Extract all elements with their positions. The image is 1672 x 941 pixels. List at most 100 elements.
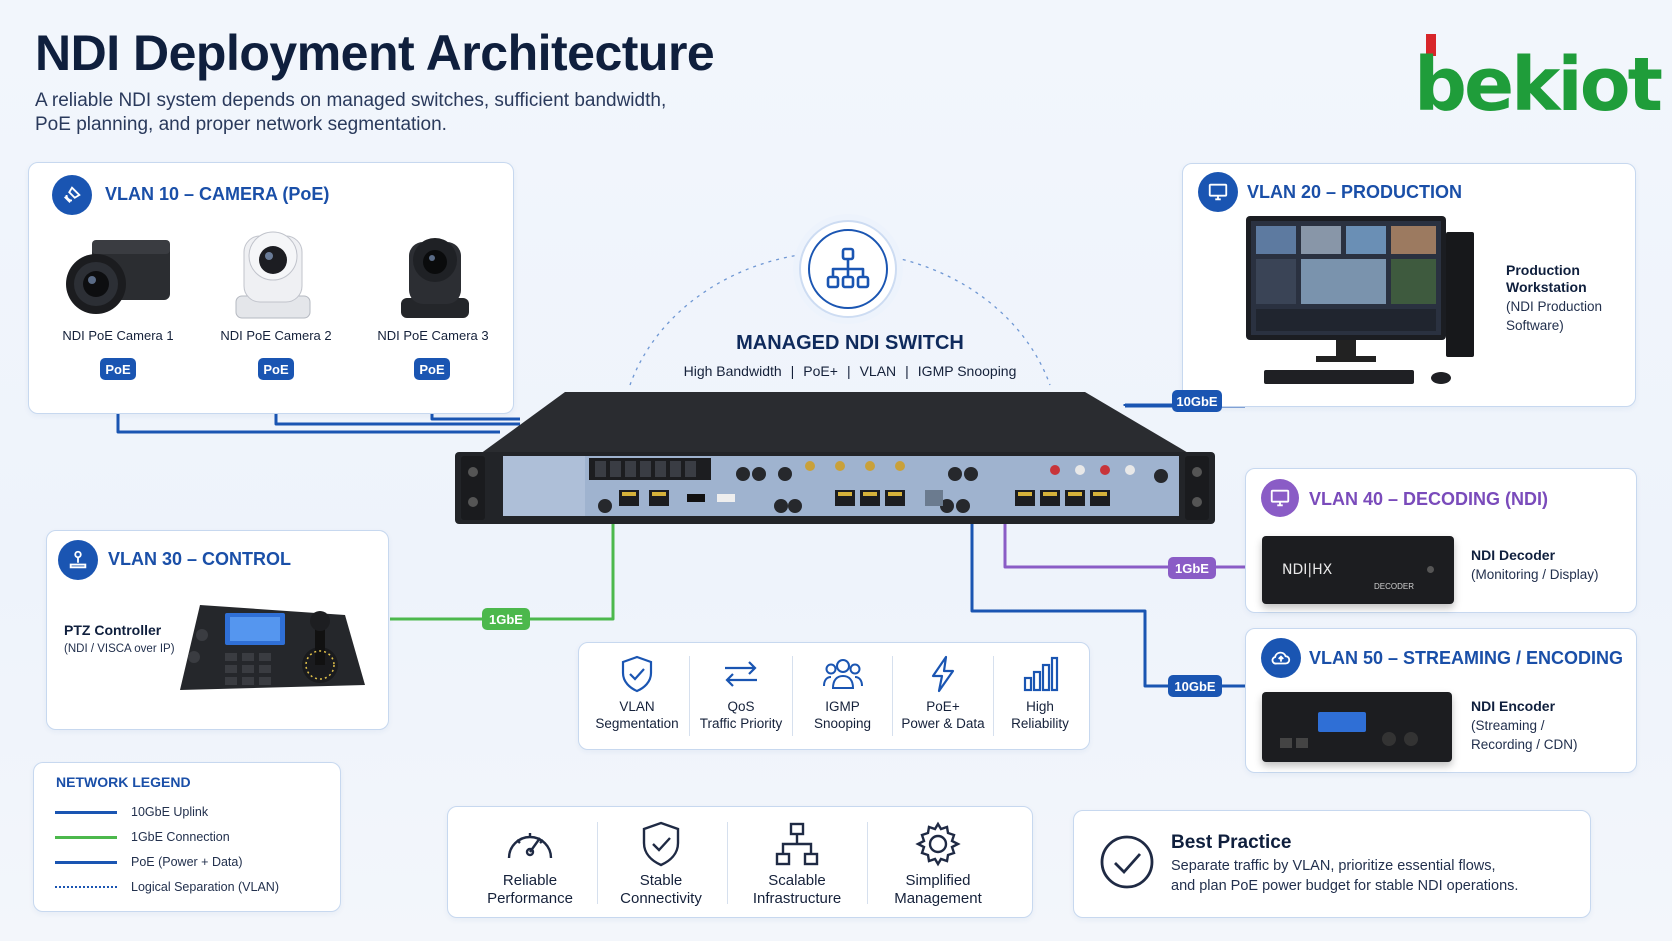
divider — [867, 822, 868, 904]
production-workstation-image — [1246, 212, 1476, 397]
camera-3-label: NDI PoE Camera 3 — [377, 328, 489, 343]
benefit-simplified-management: Simplified Management — [870, 820, 1006, 908]
feature-qos: QoS Traffic Priority — [691, 654, 791, 732]
arrows-exchange-icon — [725, 661, 757, 687]
divider — [993, 656, 994, 736]
feature-label-line-2: Snooping — [813, 716, 872, 731]
camera-1-poe-badge: PoE — [100, 358, 136, 380]
feature-label-line-1: High — [1026, 699, 1054, 714]
switch-feature-poe: PoE+ — [803, 363, 838, 379]
feature-separator: | — [790, 363, 795, 379]
shield-check-icon — [642, 821, 680, 867]
users-group-icon — [822, 659, 863, 689]
benefit-reliable-performance: Reliable Performance — [467, 820, 593, 908]
control-link-badge: 1GbE — [482, 608, 530, 630]
vlan20-title: VLAN 20 – PRODUCTION — [1247, 182, 1463, 202]
feature-vlan-segmentation: VLAN Segmentation — [588, 654, 686, 732]
feature-separator: | — [846, 363, 851, 379]
lightning-icon — [931, 655, 955, 693]
production-device-name: Production Workstation (NDI Production S… — [1506, 262, 1626, 335]
decoder-link-badge: 1GbE — [1168, 557, 1216, 579]
encoder-name: NDI Encoder — [1471, 698, 1556, 714]
best-practice-line-2: and plan PoE power budget for stable NDI… — [1171, 878, 1519, 894]
line-decoder — [1003, 522, 1245, 569]
encoder-desc-line-2: Recording / CDN) — [1471, 737, 1578, 752]
vlan40-title: VLAN 40 – DECODING (NDI) — [1309, 489, 1549, 509]
ptz-controller-name: PTZ Controller — [64, 622, 162, 638]
feature-label-line-2: Traffic Priority — [699, 716, 783, 731]
power-led-icon — [1427, 566, 1434, 573]
monitor-icon — [1198, 172, 1238, 212]
legend-title: NETWORK LEGEND — [56, 774, 191, 790]
feature-label-line-2: Segmentation — [595, 716, 679, 731]
feature-poe-plus: PoE+ Power & Data — [894, 654, 992, 732]
divider — [892, 656, 893, 736]
benefit-label-line-2: Management — [894, 890, 982, 907]
production-link-badge: 10GbE — [1172, 390, 1222, 412]
legend-swatch-1gbe — [55, 836, 117, 839]
feature-label-line-1: QoS — [727, 699, 755, 714]
feature-label-line-2: Power & Data — [901, 716, 985, 731]
monitor-icon — [1261, 479, 1299, 517]
switch-feature-igmp: IGMP Snooping — [917, 363, 1017, 379]
feature-igmp: IGMP Snooping — [794, 654, 891, 732]
decoder-name: NDI Decoder — [1471, 547, 1556, 563]
line-control — [390, 522, 615, 621]
switch-features-panel — [578, 642, 1090, 750]
joystick-icon — [58, 540, 98, 580]
ndi-decoder-image: NDI|HX DECODER — [1262, 536, 1454, 604]
switch-feature-line: High Bandwidth | PoE+ | VLAN | IGMP Snoo… — [660, 363, 1040, 379]
decoder-tag-text: DECODER — [1374, 582, 1415, 591]
decoder-device-text: NDI Decoder (Monitoring / Display) — [1471, 547, 1631, 584]
encoder-display — [1318, 712, 1366, 732]
switch-title: MANAGED NDI SWITCH — [736, 332, 964, 354]
benefit-label-line-1: Simplified — [905, 872, 971, 889]
encoder-link-badge: 10GbE — [1168, 675, 1222, 697]
encoder-port — [1280, 738, 1292, 748]
benefit-label-line-2: Performance — [487, 890, 573, 907]
production-name-line-2: Workstation — [1506, 279, 1587, 295]
benefit-stable-connectivity: Stable Connectivity — [600, 820, 722, 908]
legend-swatch-vlan — [55, 886, 117, 888]
network-topology-icon — [808, 229, 888, 309]
legend-swatch-poe — [55, 861, 117, 864]
vlan50-title: VLAN 50 – STREAMING / ENCODING — [1309, 648, 1624, 668]
camera-2-poe-badge: PoE — [258, 358, 294, 380]
bar-chart-icon — [1023, 656, 1059, 692]
production-name-line-1: Production — [1506, 262, 1580, 278]
managed-switch-device — [455, 390, 1215, 530]
ndi-encoder-image — [1262, 692, 1452, 762]
legend-label-1gbe: 1GbE Connection — [131, 830, 230, 844]
benefit-label-line-1: Reliable — [502, 872, 558, 889]
encoder-desc-line-1: (Streaming / — [1471, 718, 1545, 733]
cloud-upload-icon — [1261, 638, 1301, 678]
legend-label-poe: PoE (Power + Data) — [131, 855, 243, 869]
camera-1-image — [62, 232, 177, 322]
benefit-label-line-2: Infrastructure — [752, 890, 842, 907]
legend-swatch-10gbe — [55, 811, 117, 814]
check-circle-icon — [1099, 834, 1155, 895]
feature-label-line-1: PoE+ — [926, 699, 960, 714]
ptz-controller-desc: (NDI / VISCA over IP) — [64, 643, 175, 655]
camera-1-label: NDI PoE Camera 1 — [62, 328, 174, 343]
page-title: NDI Deployment Architecture — [35, 25, 715, 81]
vlan10-title: VLAN 10 – CAMERA (PoE) — [105, 184, 330, 204]
benefits-panel — [447, 806, 1033, 918]
benefit-label-line-1: Stable — [639, 872, 683, 889]
satellite-icon — [52, 175, 92, 215]
svg-text:bekiot: bekiot — [1414, 42, 1662, 115]
legend-label-10gbe: 10GbE Uplink — [131, 805, 209, 819]
feature-separator: | — [905, 363, 909, 379]
divider — [792, 656, 793, 736]
feature-label-line-1: IGMP — [825, 699, 860, 714]
page-subtitle-line-2: PoE planning, and proper network segment… — [35, 114, 447, 135]
encoder-port — [1296, 738, 1308, 748]
brand-logo: bekiot — [1412, 30, 1665, 128]
shield-check-icon — [621, 655, 653, 693]
gear-icon — [915, 821, 961, 867]
best-practice-title: Best Practice — [1171, 832, 1292, 853]
camera-2-label: NDI PoE Camera 2 — [220, 328, 332, 343]
best-practice-panel — [1073, 810, 1591, 918]
speedometer-icon — [507, 833, 553, 859]
benefit-label-line-2: Connectivity — [620, 890, 702, 907]
